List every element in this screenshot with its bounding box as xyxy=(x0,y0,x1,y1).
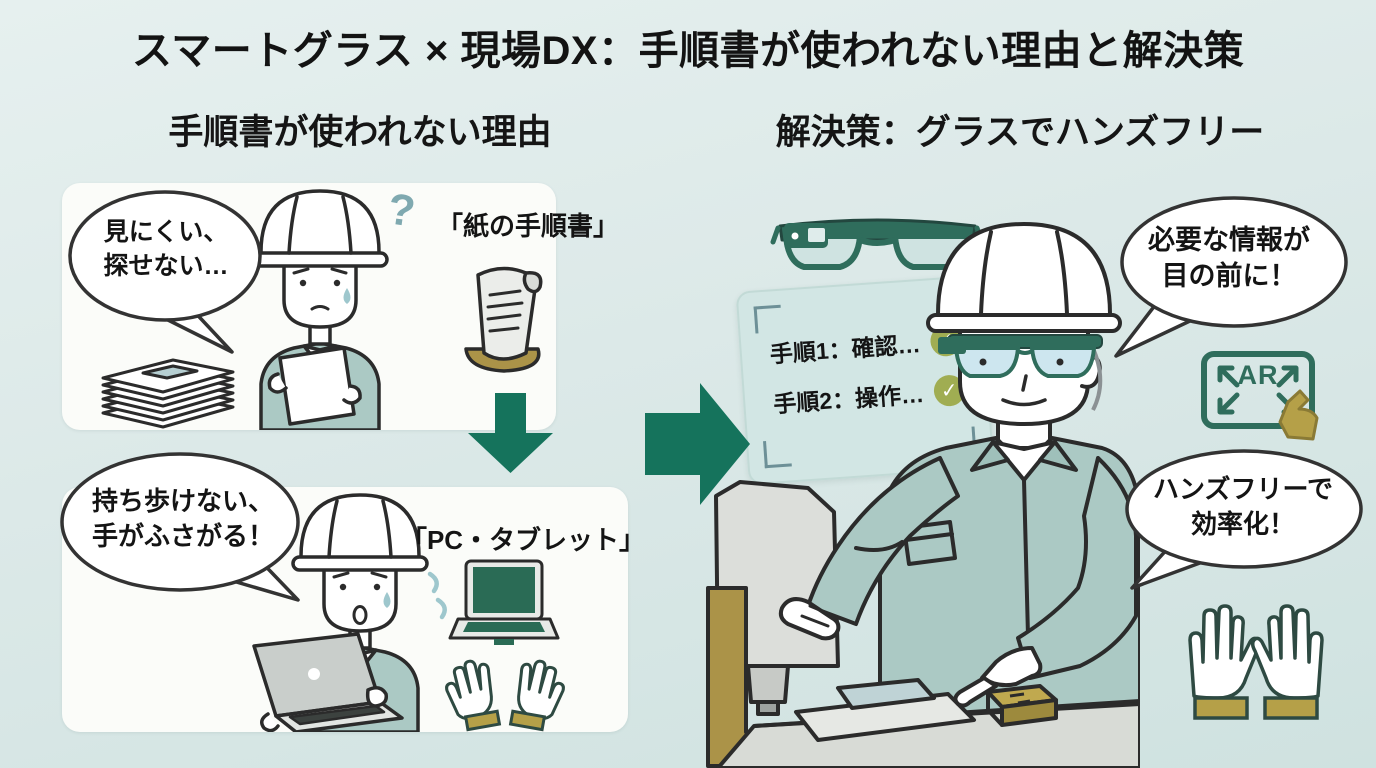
worker-reading-papers-illustration xyxy=(251,189,389,430)
speech-bubble-shape xyxy=(1114,196,1348,358)
worker-face xyxy=(282,256,358,329)
paper-scroll-icon xyxy=(464,266,543,373)
camera-dot xyxy=(791,232,799,240)
helmet-brim xyxy=(251,251,389,268)
bubble-line: 効率化！ xyxy=(1190,508,1295,539)
hand-right xyxy=(342,384,362,405)
helmet xyxy=(936,222,1112,320)
laptop-logo xyxy=(308,668,320,680)
paper-sheet xyxy=(278,346,356,426)
hand-holding xyxy=(260,712,280,732)
fixture-block xyxy=(836,678,936,710)
left-section-heading: 手順書が使われない理由 xyxy=(168,113,552,152)
collar-right xyxy=(1038,440,1078,472)
pointer-hand-icon xyxy=(1278,389,1319,441)
speech-bubble-shape xyxy=(68,190,262,354)
bubble-line: 探せない… xyxy=(103,251,229,280)
smile xyxy=(1001,398,1047,407)
hand-typing xyxy=(365,686,389,708)
right-section-heading: 解決策：グラスでハンズフリー xyxy=(775,113,1265,152)
bubble-line: 見にくい、 xyxy=(103,218,229,246)
down-arrow xyxy=(468,393,553,473)
worker-smart-glasses-scene xyxy=(706,222,1140,768)
hand-left xyxy=(267,372,288,394)
pc-tablet-label: 「PC・タブレット」 xyxy=(400,525,646,555)
speech-bubble-shape xyxy=(1125,449,1363,590)
pointing-finger xyxy=(953,676,998,708)
ar-expand-icon xyxy=(1201,351,1319,441)
speech-bubble-shape xyxy=(60,452,300,602)
machine-spindle-tip xyxy=(756,700,780,716)
right-hand xyxy=(980,646,1043,688)
paper-manual-label: 「紙の手順書」 xyxy=(436,211,619,241)
scroll-top-curl xyxy=(522,271,543,294)
speech-bubble-handsfree: ハンズフリーで 効率化！ xyxy=(1120,448,1366,594)
right-arrow xyxy=(645,383,750,505)
paper-stack-icon xyxy=(101,358,235,429)
frown-mouth xyxy=(310,305,330,311)
nose xyxy=(1021,374,1028,392)
worker-holding-laptop-illustration xyxy=(252,493,447,732)
page-title: スマートグラス × 現場DX：手順書が使われない理由と解決策 xyxy=(131,29,1245,73)
bubble-line: 必要な情報が xyxy=(1148,225,1310,255)
sweat-drops xyxy=(427,571,447,620)
laptop-keyboard xyxy=(288,704,386,726)
bubble-line: 目の前に！ xyxy=(1161,261,1297,292)
speech-bubble-hard-to-read: 見にくい、 探せない… xyxy=(64,188,268,360)
speech-bubble-hands-full: 持ち歩けない、 手がふさがる！ xyxy=(58,450,308,612)
sweat-drop xyxy=(343,288,351,304)
speech-bubble-info-in-front: 必要な情報が 目の前に！ xyxy=(1108,192,1350,364)
stack-top-sheet-inset xyxy=(141,364,199,380)
glasses-camera-module xyxy=(938,337,966,354)
button-box-side xyxy=(1000,698,1058,727)
eyes xyxy=(339,583,381,591)
raised-hands-icon xyxy=(1188,604,1324,720)
bubble-line: 持ち歩けない、 xyxy=(91,486,274,516)
bubble-line: 手がふさがる！ xyxy=(91,520,274,551)
sweat-drop xyxy=(383,592,391,608)
worker-face xyxy=(322,560,398,633)
mouth-open xyxy=(352,605,368,625)
eyes xyxy=(299,279,341,287)
machine-spindle xyxy=(746,664,790,704)
open-hands-icon xyxy=(440,655,570,732)
smart-glasses-on-face xyxy=(938,334,1103,378)
bubble-line: ハンズフリーで xyxy=(1153,474,1333,504)
collar-left xyxy=(970,440,1010,472)
helmet xyxy=(259,189,381,258)
helmet-brim xyxy=(926,313,1122,333)
helmet-brim xyxy=(291,555,429,572)
laptop-icon xyxy=(448,559,560,645)
ar-badge: AR xyxy=(1237,360,1279,390)
